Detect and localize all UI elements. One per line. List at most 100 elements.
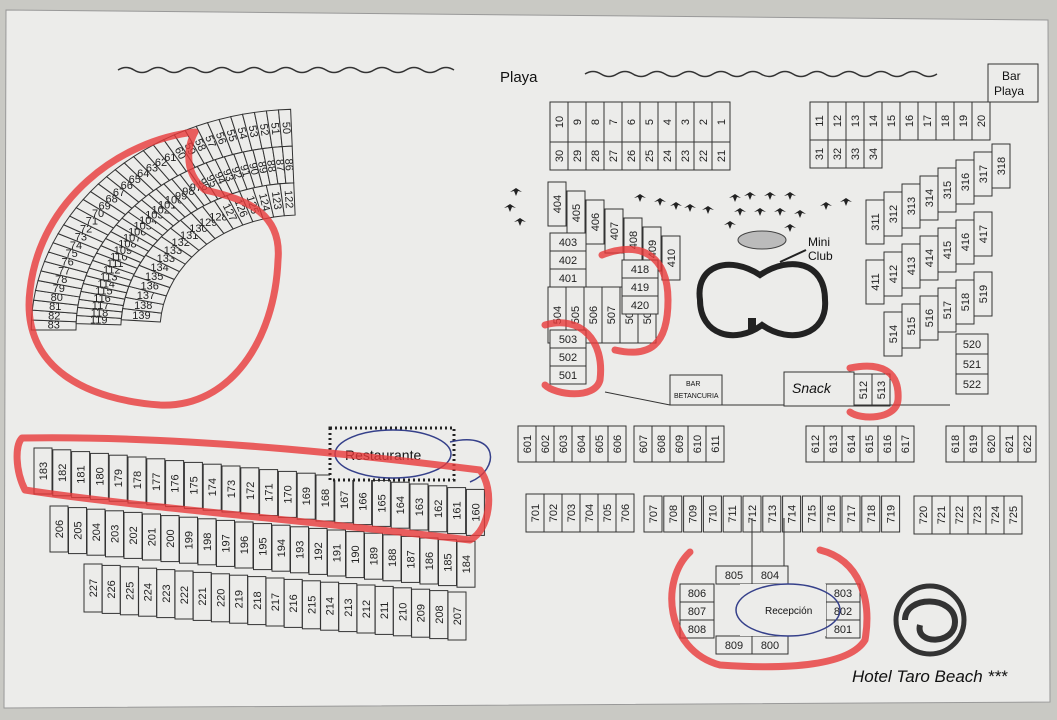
room-number: 701 xyxy=(530,504,542,522)
room-number: 186 xyxy=(424,552,436,570)
room-172: 172 xyxy=(240,467,260,515)
room-number: 55 xyxy=(224,128,239,143)
pool-bridge xyxy=(748,318,756,332)
room-cell xyxy=(871,373,891,407)
room-701: 701 xyxy=(525,493,545,533)
room-18: 18 xyxy=(935,101,955,141)
room-number: 225 xyxy=(124,582,136,600)
room-number: 169 xyxy=(301,487,313,505)
room-202: 202 xyxy=(123,511,143,559)
room-611: 611 xyxy=(705,425,725,463)
room-410: 410 xyxy=(661,235,681,281)
room-34: 34 xyxy=(863,139,883,169)
room-708: 708 xyxy=(663,495,683,533)
room-411: 411 xyxy=(865,259,885,305)
room-cell xyxy=(1003,495,1023,535)
mini-club-label-2: Club xyxy=(808,249,833,263)
room-191: 191 xyxy=(327,529,346,577)
room-number: 139 xyxy=(132,310,150,322)
room-221: 221 xyxy=(192,571,212,621)
room-613: 613 xyxy=(823,425,843,463)
room-cell xyxy=(991,143,1011,189)
room-206: 206 xyxy=(49,505,69,553)
room-170: 170 xyxy=(277,470,297,518)
room-number: 712 xyxy=(747,505,759,523)
room-413: 413 xyxy=(901,243,921,289)
room-number: 415 xyxy=(942,241,954,259)
room-610: 610 xyxy=(687,425,707,463)
room-190: 190 xyxy=(345,531,365,579)
room-number: 160 xyxy=(470,503,482,521)
room-311: 311 xyxy=(865,199,885,245)
palm-tree-icon xyxy=(840,198,852,206)
room-number: 76 xyxy=(62,257,74,269)
room-number: 29 xyxy=(572,150,584,162)
palm-tree-icon xyxy=(724,221,736,229)
room-cell xyxy=(447,591,467,641)
room-171: 171 xyxy=(259,469,279,517)
room-208: 208 xyxy=(429,590,449,640)
room-cell xyxy=(705,425,725,463)
room-717: 717 xyxy=(841,495,861,533)
room-number: 505 xyxy=(570,306,582,324)
room-number: 12 xyxy=(832,115,844,127)
room-number: 519 xyxy=(978,285,990,303)
room-number: 711 xyxy=(727,505,739,523)
room-219: 219 xyxy=(229,574,249,624)
room-cell xyxy=(683,495,703,533)
palm-tree-icon xyxy=(510,188,522,196)
room-number: 205 xyxy=(73,521,85,539)
room-number: 192 xyxy=(313,542,325,560)
room-number: 220 xyxy=(215,589,227,607)
room-314: 314 xyxy=(919,175,939,221)
room-cell xyxy=(841,495,861,533)
room-721: 721 xyxy=(931,495,951,535)
beach-bar-label-1: Bar xyxy=(1002,69,1021,83)
room-615: 615 xyxy=(859,425,879,463)
room-515: 515 xyxy=(901,303,921,349)
room-64: 64 xyxy=(123,155,163,192)
room-30: 30 xyxy=(549,141,569,171)
room-cell xyxy=(973,211,993,257)
room-220: 220 xyxy=(210,573,230,623)
room-number: 214 xyxy=(325,597,337,615)
room-number: 613 xyxy=(828,435,840,453)
room-212: 212 xyxy=(356,584,376,634)
room-415: 415 xyxy=(937,227,957,273)
room-number: 709 xyxy=(688,505,700,523)
room-80: 80 xyxy=(33,289,81,306)
room-number: 199 xyxy=(184,531,196,549)
room-number: 176 xyxy=(170,474,182,492)
room-419: 419 xyxy=(621,277,659,297)
room-167: 167 xyxy=(334,476,354,524)
room-622: 622 xyxy=(1017,425,1037,463)
room-312: 312 xyxy=(883,191,903,237)
room-number: 6 xyxy=(626,119,638,125)
room-807: 807 xyxy=(679,601,715,621)
room-cell xyxy=(447,487,467,535)
room-number: 620 xyxy=(986,435,998,453)
room-161: 161 xyxy=(447,487,467,535)
room-802: 802 xyxy=(825,601,861,621)
beach-label: Playa xyxy=(500,69,538,86)
room-number: 208 xyxy=(434,605,446,623)
room-606: 606 xyxy=(607,425,627,463)
palm-tree-icon xyxy=(784,192,796,200)
room-number: 311 xyxy=(870,213,882,231)
room-313: 313 xyxy=(901,183,921,229)
room-number: 8 xyxy=(590,119,602,125)
room-196: 196 xyxy=(234,521,254,569)
room-number: 203 xyxy=(110,525,122,543)
room-cell xyxy=(895,425,915,463)
room-number: 213 xyxy=(343,598,355,616)
room-166: 166 xyxy=(353,478,373,526)
room-3: 3 xyxy=(675,101,695,143)
room-number: 406 xyxy=(590,213,602,231)
room-number: 227 xyxy=(88,579,100,597)
room-number: 413 xyxy=(906,257,918,275)
room-number: 611 xyxy=(710,435,722,453)
room-cell xyxy=(409,483,429,531)
room-number: 75 xyxy=(65,248,77,260)
room-222: 222 xyxy=(174,570,194,620)
room-168: 168 xyxy=(315,474,335,522)
